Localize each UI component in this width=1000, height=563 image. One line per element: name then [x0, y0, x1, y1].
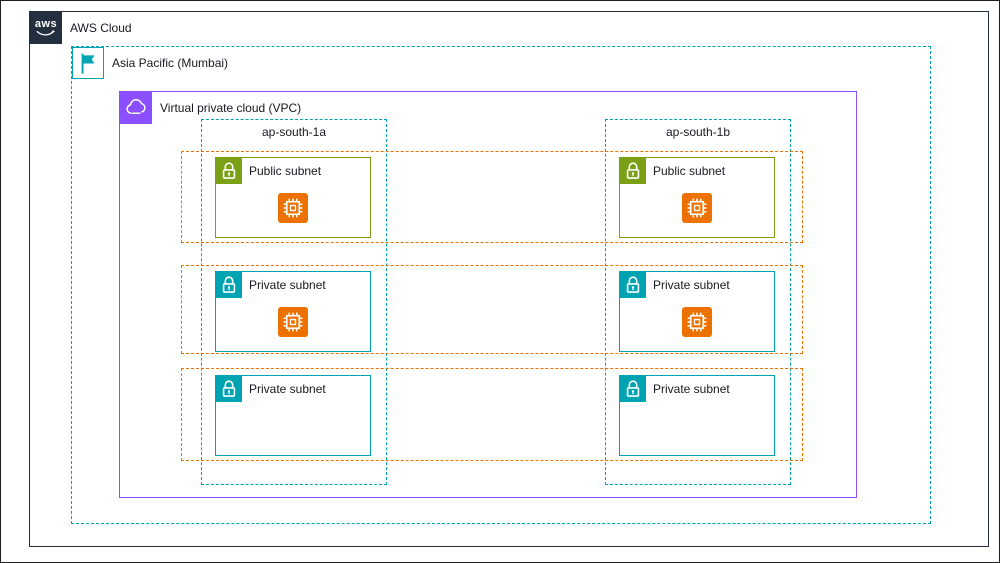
availability-zone-1a: ap-south-1a: [201, 119, 387, 485]
ec2-instance-chip-icon: [682, 307, 712, 337]
subnet-label: Private subnet: [653, 382, 730, 396]
subnet-label: Private subnet: [249, 382, 326, 396]
orange-dashed-group-row-1: [181, 151, 803, 243]
public-subnet-az1b: Public subnet: [619, 157, 775, 238]
region-container: Asia Pacific (Mumbai): [71, 46, 931, 524]
subnet-label: Public subnet: [249, 164, 322, 178]
vpc-label: Virtual private cloud (VPC): [160, 101, 302, 115]
ec2-instance-chip-icon: [278, 193, 308, 223]
private-subnet-2-az1b: Private subnet: [619, 375, 775, 456]
private-subnet-az1b: Private subnet: [619, 271, 775, 352]
orange-dashed-group-row-3: [181, 368, 803, 461]
subnet-label: Private subnet: [653, 278, 730, 292]
private-subnet-2-az1a: Private subnet: [215, 375, 371, 456]
availability-zone-1b: ap-south-1b: [605, 119, 791, 485]
region-flag-icon: [72, 47, 104, 79]
subnet-label: Private subnet: [249, 278, 326, 292]
public-subnet-lock-icon: [216, 158, 242, 184]
availability-zone-1a-label: ap-south-1a: [261, 125, 327, 139]
orange-dashed-group-row-2: [181, 265, 803, 354]
private-subnet-lock-icon: [216, 376, 242, 402]
region-label: Asia Pacific (Mumbai): [112, 56, 229, 70]
ec2-instance-chip-icon: [278, 307, 308, 337]
aws-logo-icon: aws: [30, 12, 62, 44]
vpc-cloud-icon: [120, 92, 152, 124]
aws-cloud-container: aws AWS Cloud: [29, 11, 989, 547]
private-subnet-az1a: Private subnet: [215, 271, 371, 352]
vpc-container: Virtual private cloud (VPC): [119, 91, 857, 498]
aws-cloud-label: AWS Cloud: [70, 21, 132, 35]
availability-zone-1b-label: ap-south-1b: [665, 125, 731, 139]
private-subnet-lock-icon: [216, 272, 242, 298]
aws-logo-text: aws: [34, 17, 58, 30]
private-subnet-lock-icon: [620, 272, 646, 298]
private-subnet-lock-icon: [620, 376, 646, 402]
public-subnet-az1a: Public subnet: [215, 157, 371, 238]
subnet-label: Public subnet: [653, 164, 726, 178]
aws-smile-icon: [36, 29, 56, 35]
public-subnet-lock-icon: [620, 158, 646, 184]
ec2-instance-chip-icon: [682, 193, 712, 223]
